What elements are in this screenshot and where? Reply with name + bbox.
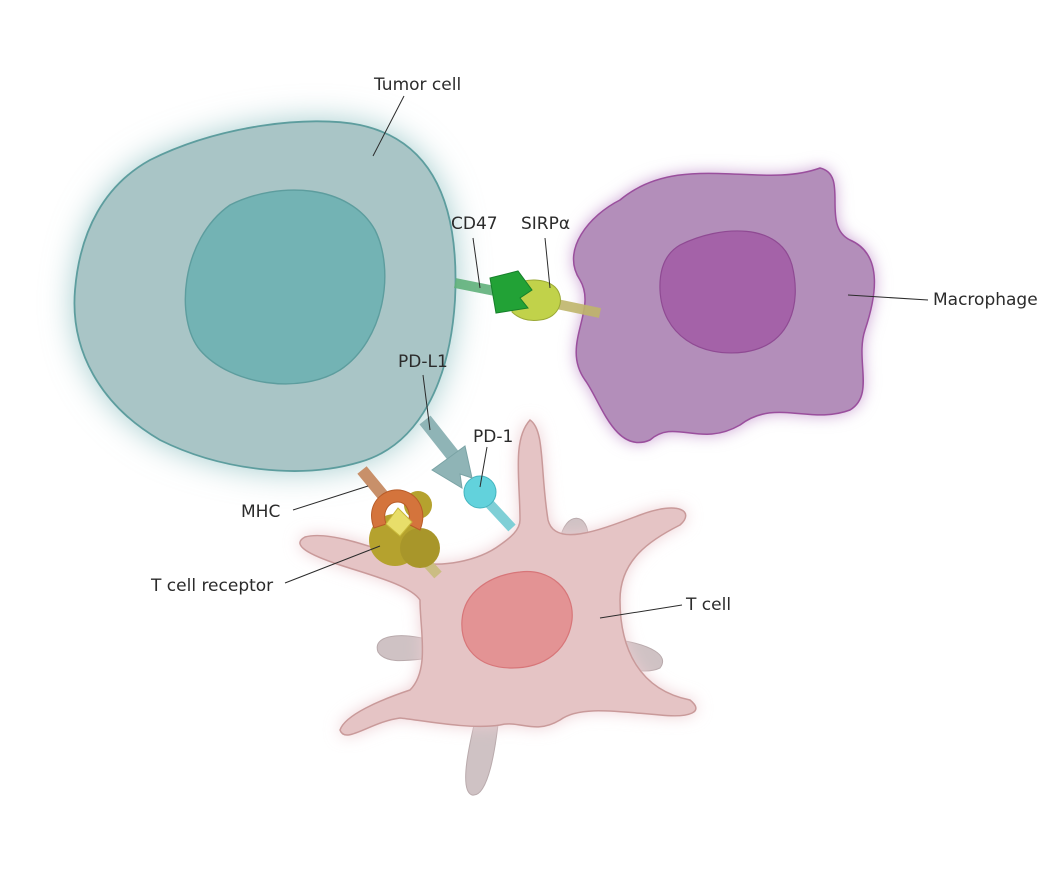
cd47-stalk xyxy=(454,278,496,296)
pd-1-label: PD-1 xyxy=(473,427,513,447)
cd47-ligand xyxy=(489,270,533,314)
tumor-cell-leader xyxy=(372,95,405,157)
cd47-label: CD47 xyxy=(451,214,498,234)
macrophage-label: Macrophage xyxy=(933,290,1038,310)
tumor-cell-nucleus xyxy=(184,189,386,385)
pd-l1-leader xyxy=(422,374,431,431)
pd-1-leader xyxy=(479,446,488,488)
t-cell xyxy=(299,419,697,796)
t-cell-back-protrusions xyxy=(376,517,663,796)
t-cell-receptor-leader xyxy=(284,545,381,584)
t-cell-receptor-label: T cell receptor xyxy=(150,576,273,596)
mhc-stalk xyxy=(357,466,390,502)
macrophage-nucleus xyxy=(659,230,796,354)
pd-1-receptor xyxy=(463,475,497,509)
tumor-cell-label: Tumor cell xyxy=(373,75,461,95)
pd-l1-ligand xyxy=(431,445,473,489)
tumor-cell xyxy=(73,120,457,472)
mhc-label: MHC xyxy=(241,502,280,522)
sirpa-label: SIRPα xyxy=(521,214,570,234)
cd47-sirpa-complex xyxy=(454,270,602,321)
leader-lines xyxy=(284,95,929,619)
mhc-tcr-complex xyxy=(357,466,442,579)
cd47-leader xyxy=(472,237,481,289)
t-cell-nucleus xyxy=(461,570,573,669)
macrophage-leader xyxy=(847,294,929,301)
labels: Tumor cell CD47 SIRPα Macrophage PD-L1 P… xyxy=(150,75,1038,615)
t-cell-leader xyxy=(599,604,683,619)
mhc-leader xyxy=(292,485,369,511)
macrophage xyxy=(572,167,876,444)
sirpa-leader xyxy=(544,237,551,289)
tcr-peptide xyxy=(385,507,413,537)
pd-l1-label: PD-L1 xyxy=(398,352,448,372)
t-cell-label: T cell xyxy=(685,595,731,615)
